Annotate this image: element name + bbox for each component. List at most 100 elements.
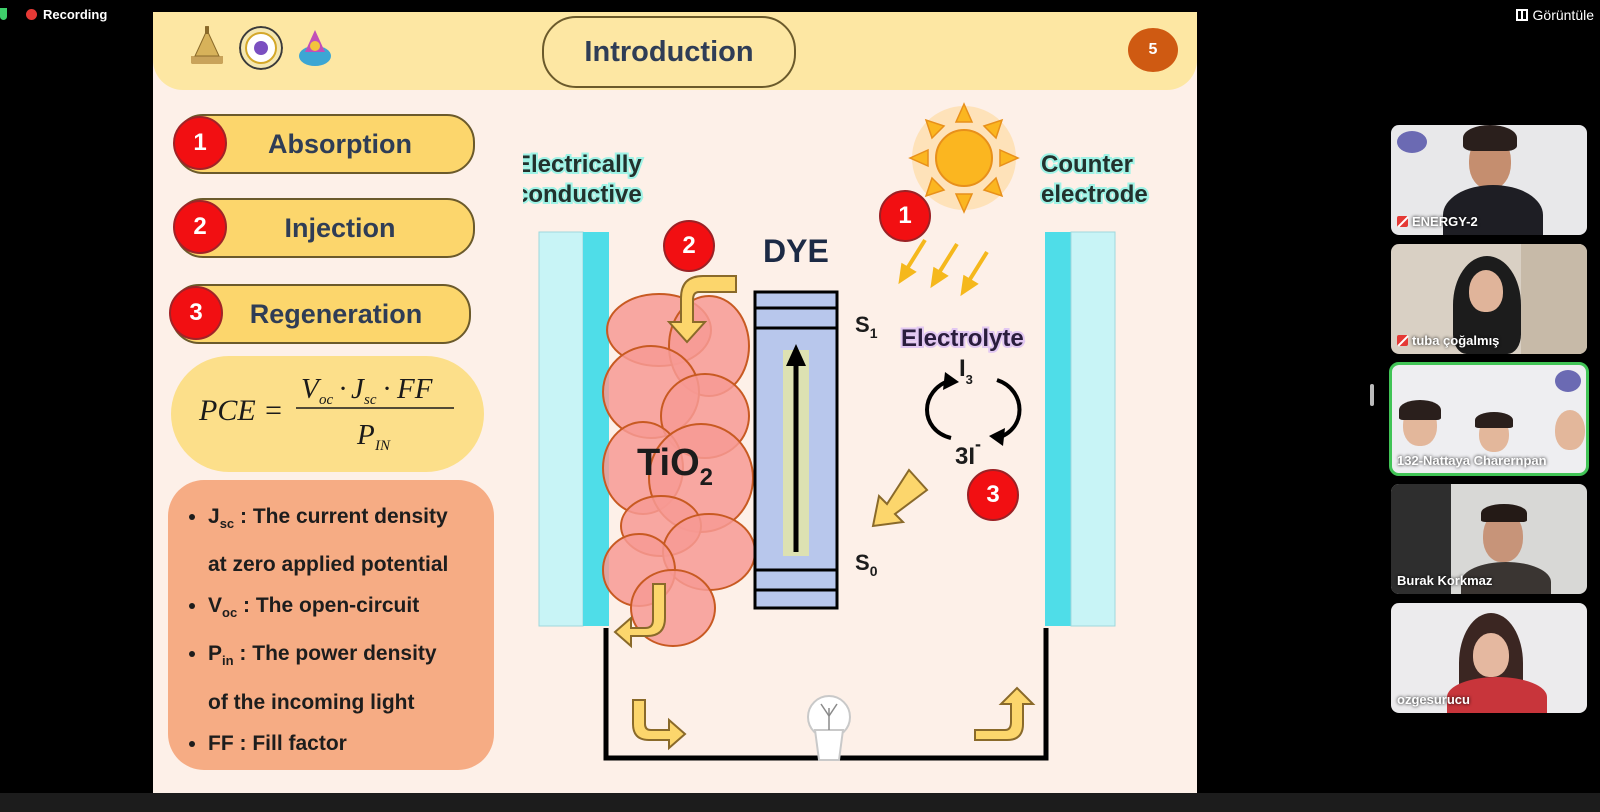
participant-hair xyxy=(1475,412,1513,428)
participant-body xyxy=(1461,562,1551,594)
step-label: Injection xyxy=(284,212,396,243)
injection-arrow xyxy=(666,275,737,344)
circuit-arrow-left xyxy=(632,699,687,751)
dye-label: DYE xyxy=(763,233,829,269)
svg-text:IN: IN xyxy=(374,438,391,454)
flow-arrows xyxy=(613,275,1036,751)
definition-ff: FF : Fill factor xyxy=(208,723,494,764)
svg-text:J: J xyxy=(351,373,365,405)
view-layout-icon xyxy=(1515,9,1528,21)
s0-label: S0 xyxy=(855,550,878,579)
participant-hair xyxy=(1399,400,1441,420)
svg-text:oc: oc xyxy=(319,392,334,408)
ornament-logo xyxy=(299,30,331,66)
label-electrode: electrode xyxy=(1041,181,1148,208)
participant-name-tag: 132-Nattaya Charernpan xyxy=(1397,453,1547,468)
s1-label: S1 xyxy=(855,312,878,341)
step-injection: 2 Injection xyxy=(173,198,475,258)
bottom-toolbar-strip xyxy=(0,793,1600,812)
participant-badge-icon xyxy=(1397,131,1427,153)
participant-name: ozgesurucu xyxy=(1397,692,1470,707)
step-number: 1 xyxy=(173,116,227,170)
participant-body xyxy=(1443,185,1543,235)
diagram-badge-absorption: 1 xyxy=(879,190,931,242)
participant-tile[interactable]: tuba çoğalmış xyxy=(1391,244,1587,354)
participant-name: tuba çoğalmış xyxy=(1412,333,1500,348)
logo-group xyxy=(185,26,337,70)
participant-name: 132-Nattaya Charernpan xyxy=(1397,453,1547,468)
participant-name-tag: ozgesurucu xyxy=(1397,692,1470,707)
participant-tile[interactable]: ozgesurucu xyxy=(1391,603,1587,713)
participant-face xyxy=(1469,270,1503,312)
left-glass-plate xyxy=(538,231,584,627)
i3-label: I3 xyxy=(959,355,973,387)
definition-voc: Voc : The open-circuit xyxy=(208,585,494,633)
step-number: 3 xyxy=(169,286,223,340)
participant-badge-icon xyxy=(1555,370,1581,392)
view-label: Görüntüle xyxy=(1532,7,1594,23)
recording-indicator[interactable]: Recording xyxy=(26,7,107,22)
step-number: 2 xyxy=(173,200,227,254)
participant-face xyxy=(1555,410,1585,450)
circuit-arrow-right xyxy=(974,686,1036,741)
participant-name-tag: tuba çoğalmış xyxy=(1397,333,1499,348)
svg-text:V: V xyxy=(301,373,322,405)
background-shape xyxy=(1521,244,1587,354)
participant-name-tag: ENERGY-2 xyxy=(1397,214,1478,229)
diagram-badge-injection: 2 xyxy=(663,220,715,272)
slide-header: Introduction 5 xyxy=(153,12,1197,90)
participant-name-tag: Burak Korkmaz xyxy=(1397,573,1492,588)
view-button[interactable]: Görüntüle xyxy=(1515,7,1594,23)
participant-name: ENERGY-2 xyxy=(1412,214,1478,229)
participant-tile[interactable]: ENERGY-2 xyxy=(1391,125,1587,235)
light-bulb-icon xyxy=(807,695,851,761)
step-absorption: 1 Absorption xyxy=(173,114,475,174)
participants-panel: ENERGY-2 tuba çoğalmış 132-Nattaya Chare… xyxy=(1371,30,1600,793)
formula-lhs: PCE = xyxy=(198,394,283,427)
right-glass-plate xyxy=(1070,231,1116,627)
step-regeneration: 3 Regeneration xyxy=(169,284,471,344)
participant-hair xyxy=(1481,504,1527,522)
redox-arrow-left xyxy=(925,378,952,440)
participant-body xyxy=(1447,677,1547,713)
right-conductive-layer xyxy=(1045,232,1071,626)
participant-name: Burak Korkmaz xyxy=(1397,573,1493,588)
slide-page-number: 5 xyxy=(1128,28,1178,72)
regeneration-arrow xyxy=(871,468,929,528)
redox-arrow-right xyxy=(996,378,1022,440)
label-electrically: Electrically xyxy=(523,151,642,178)
electrolyte-label: Electrolyte xyxy=(901,325,1024,352)
diagram-badge-regeneration: 3 xyxy=(967,469,1019,521)
temple-logo xyxy=(191,26,223,64)
recording-label: Recording xyxy=(43,7,108,22)
background-shape xyxy=(1391,484,1451,594)
slide-title: Introduction xyxy=(542,16,796,88)
participant-tile-active[interactable]: 132-Nattaya Charernpan xyxy=(1389,362,1589,476)
school-seal-logo xyxy=(239,26,283,70)
iodide-label: 3I xyxy=(955,443,975,470)
shared-slide: Introduction 5 1 Absorption 2 Injection … xyxy=(153,12,1197,793)
recording-dot-icon xyxy=(26,9,37,20)
mic-muted-icon xyxy=(1397,216,1408,227)
label-conductive: conductive xyxy=(523,181,642,208)
electron-out-arrow xyxy=(613,583,666,649)
panel-resize-handle[interactable] xyxy=(1370,384,1374,406)
svg-text:·: · xyxy=(383,373,390,405)
step-label: Regeneration xyxy=(249,298,423,329)
security-shield-icon xyxy=(0,8,7,20)
participant-hair xyxy=(1463,125,1517,151)
dssc-diagram: TiO2 DYE S1 S0 Electrically conductive C… xyxy=(523,102,1150,761)
label-counter: Counter xyxy=(1041,151,1133,178)
participant-tile[interactable]: Burak Korkmaz xyxy=(1391,484,1587,594)
sun-icon xyxy=(908,102,1020,214)
tio2-label: TiO2 xyxy=(637,442,713,491)
step-label: Absorption xyxy=(268,128,412,159)
light-rays xyxy=(898,238,989,297)
